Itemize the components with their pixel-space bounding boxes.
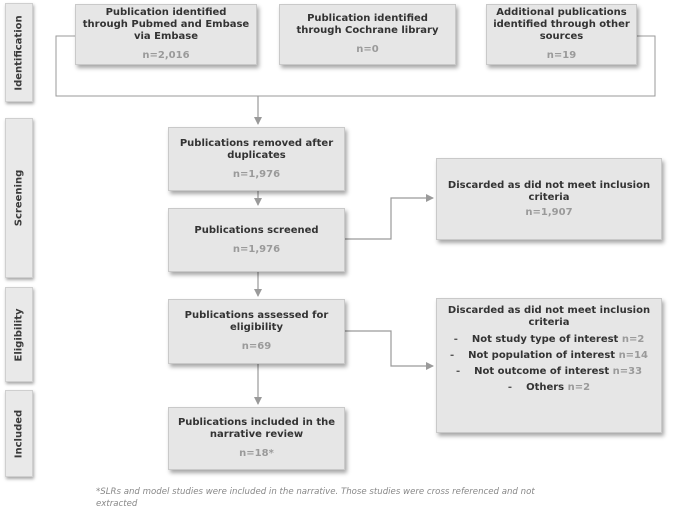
footnote: *SLRs and model studies were included in… <box>96 487 535 509</box>
assessed-box: Publications assessed for eligibility n=… <box>168 299 345 364</box>
stage-screening-label: Screening <box>13 169 25 227</box>
source-count: n=0 <box>356 44 379 55</box>
screened-count: n=1,976 <box>232 243 281 255</box>
reason-count: n=33 <box>612 366 643 377</box>
removed-duplicates-count: n=1,976 <box>232 168 281 180</box>
list-dash: - <box>507 382 513 393</box>
source-cochrane: Publication identified through Cochrane … <box>279 4 456 65</box>
stage-eligibility-label: Eligibility <box>13 307 25 362</box>
list-dash: - <box>455 366 461 377</box>
screened-box: Publications screened n=1,976 <box>168 208 345 272</box>
stage-eligibility: Eligibility <box>5 287 33 382</box>
exclusion-reason: - Others n=2 <box>443 380 655 396</box>
stage-included-label: Included <box>13 409 25 458</box>
excluded-eligibility-title: Discarded as did not meet inclusion crit… <box>447 305 651 328</box>
exclusion-reason: - Not outcome of interest n=33 <box>443 364 655 380</box>
stage-included: Included <box>5 390 33 477</box>
excluded-screening-count: n=1,907 <box>525 206 573 218</box>
source-title: Additional publications identified throu… <box>493 7 630 42</box>
arrow-to-excluded-screening <box>345 194 434 240</box>
included-count: n=18* <box>239 448 274 459</box>
source-other: Additional publications identified throu… <box>486 4 637 65</box>
exclusion-reason: - Not population of interest n=14 <box>443 348 655 364</box>
source-pubmed-embase: Publication identified through Pubmed an… <box>75 4 257 65</box>
stage-identification: Identification <box>5 3 33 102</box>
reason-count: n=2 <box>621 334 645 345</box>
included-box: Publications included in the narrative r… <box>168 407 345 470</box>
list-dash: - <box>453 334 458 345</box>
assessed-count: n=69 <box>241 341 272 352</box>
stage-screening: Screening <box>5 118 33 278</box>
excluded-eligibility-box: Discarded as did not meet inclusion crit… <box>436 298 662 433</box>
source-title: Publication identified through Pubmed an… <box>82 7 250 42</box>
reason-count: n=14 <box>618 350 648 361</box>
reason-label: Not study type of interest <box>471 334 619 345</box>
stage-identification-label: Identification <box>13 14 25 91</box>
arrow-to-excluded-eligibility <box>345 330 434 370</box>
identification-bracket <box>55 35 656 97</box>
reason-label: Others <box>526 382 565 393</box>
reason-label: Not outcome of interest <box>474 366 610 377</box>
exclusion-reason: - Not study type of interest n=2 <box>443 332 655 348</box>
reason-label: Not population of interest <box>468 350 616 361</box>
source-count: n=2,016 <box>142 50 190 61</box>
excluded-screening-title: Discarded as did not meet inclusion crit… <box>447 179 651 203</box>
exclusion-reasons-list: -Not study type of interest n=2 -Not pop… <box>443 332 655 396</box>
source-count: n=19 <box>546 50 577 61</box>
screened-title: Publications screened <box>194 224 319 236</box>
removed-duplicates-title: Publications removed after duplicates <box>179 137 334 161</box>
source-title: Publication identified through Cochrane … <box>296 13 439 36</box>
included-title: Publications included in the narrative r… <box>177 417 336 440</box>
reason-count: n=2 <box>567 382 591 393</box>
assessed-title: Publications assessed for eligibility <box>184 310 329 333</box>
removed-duplicates-box: Publications removed after duplicates n=… <box>168 127 345 191</box>
list-dash: - <box>450 350 455 361</box>
excluded-screening-box: Discarded as did not meet inclusion crit… <box>436 158 662 240</box>
